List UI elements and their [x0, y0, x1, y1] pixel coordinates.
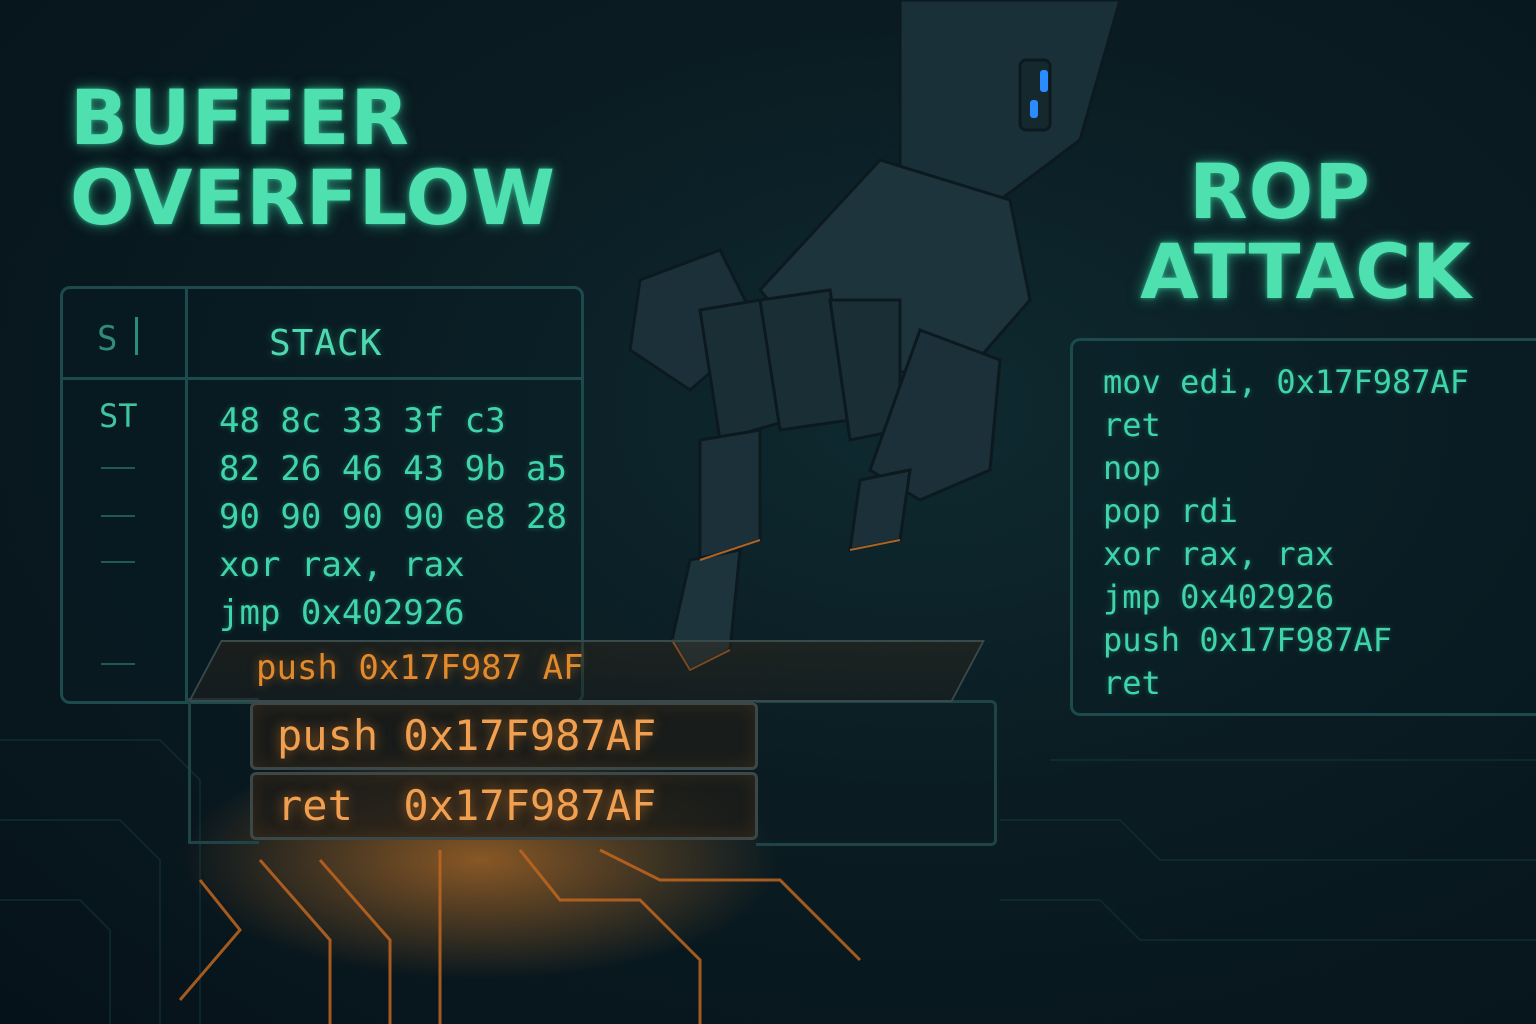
stack-row-label: ST: [99, 397, 138, 435]
stack-line: 90 90 90 90 e8 28: [219, 497, 567, 537]
text-cursor: [135, 317, 138, 355]
row-marker: [101, 467, 135, 469]
rop-chain-panel: mov edi, 0x17F987AF ret nop pop rdi xor …: [1070, 338, 1536, 716]
stack-line: 48 8c 33 3f c3: [219, 401, 506, 441]
stack-line: xor rax, rax: [219, 545, 465, 585]
rop-gadget-line: ret: [1103, 664, 1161, 702]
rop-gadget-line: push 0x17F987AF: [1103, 621, 1392, 659]
stack-divider: [185, 289, 188, 701]
row-marker: [101, 663, 135, 665]
stack-line: 82 26 46 43 9b a5: [219, 449, 567, 489]
rop-attack-title-line1: ROP: [1189, 147, 1371, 236]
buffer-overflow-title: BUFFER OVERFLOW: [70, 78, 556, 238]
rop-gadget-line: ret: [1103, 406, 1161, 444]
buffer-overflow-title-line1: BUFFER: [70, 73, 410, 162]
rop-attack-title: ROP ATTACK: [1140, 147, 1472, 316]
stack-column-label: S: [97, 319, 118, 359]
rop-gadget-line: xor rax, rax: [1103, 535, 1335, 573]
rop-attack-title-line2: ATTACK: [1140, 227, 1472, 316]
rop-gadget-list: mov edi, 0x17F987AF ret nop pop rdi xor …: [1103, 361, 1469, 705]
stack-bytes-list: 48 8c 33 3f c3 82 26 46 43 9b a5 90 90 9…: [219, 397, 567, 637]
stack-header-divider: [63, 377, 581, 380]
row-marker: [101, 561, 135, 563]
payload-box: push 0x17F987AF: [250, 702, 758, 770]
stack-line: jmp 0x402926: [219, 593, 465, 633]
payload-box: ret 0x17F987AF: [250, 772, 758, 840]
rop-gadget-line: mov edi, 0x17F987AF: [1103, 363, 1470, 401]
payload-instruction: ret 0x17F987AF: [277, 781, 657, 830]
rop-gadget-line: pop rdi: [1103, 492, 1238, 530]
buffer-overflow-title-line2: OVERFLOW: [70, 153, 556, 242]
payload-slab-side: [188, 698, 259, 844]
stack-header: STACK: [269, 323, 383, 364]
payload-slab-side: [756, 700, 997, 846]
row-marker: [101, 515, 135, 517]
rop-gadget-line: jmp 0x402926: [1103, 578, 1335, 616]
payload-instruction: push 0x17F987AF: [277, 711, 657, 760]
payload-slab-text: push 0x17F987 AF: [256, 648, 584, 688]
stack-panel: S STACK ST 48 8c 33 3f c3 82 26 46 43 9b…: [60, 286, 584, 704]
rop-gadget-line: nop: [1103, 449, 1161, 487]
